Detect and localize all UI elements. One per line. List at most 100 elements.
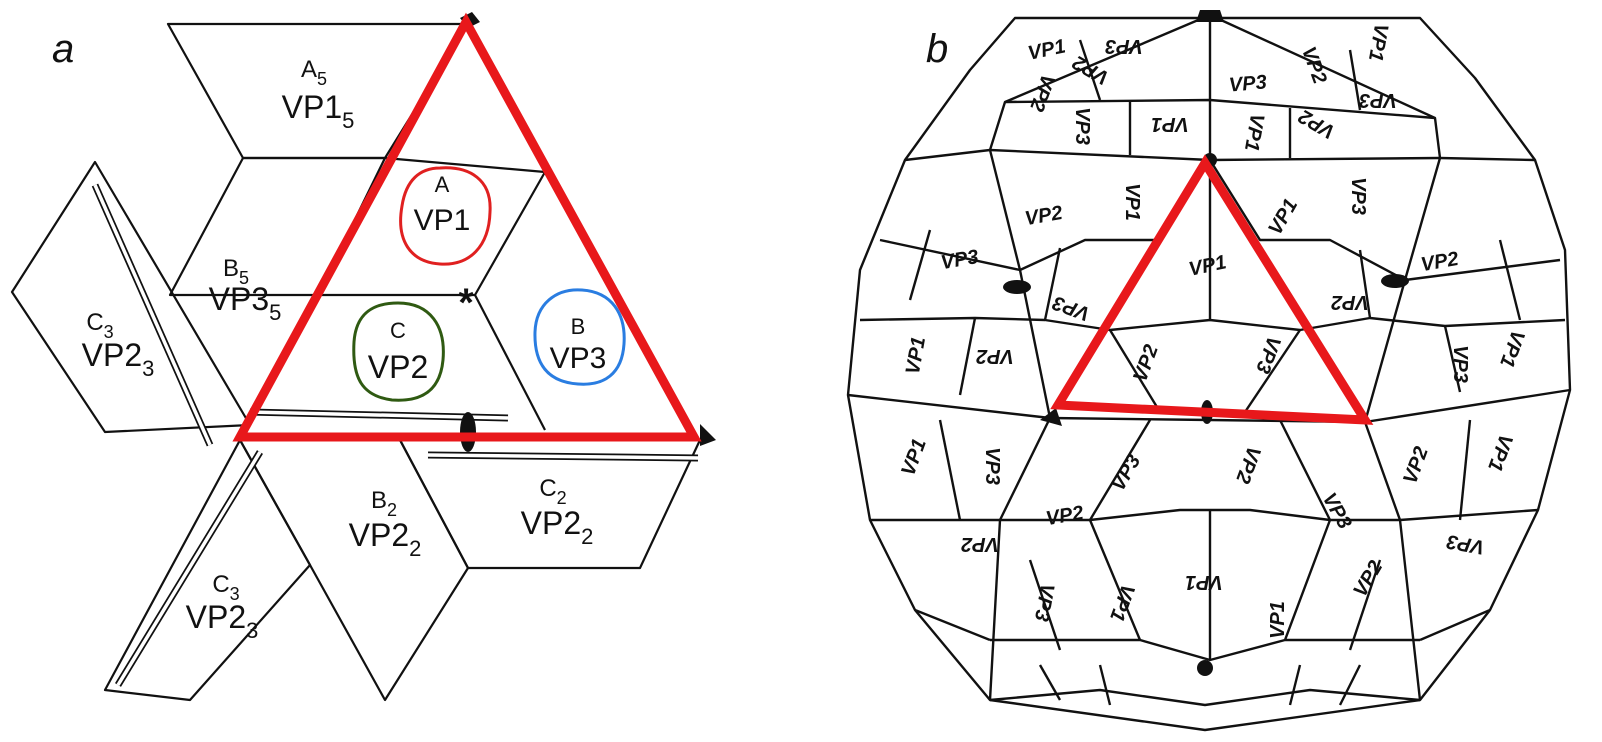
vp-label: VP1 <box>1026 35 1068 64</box>
bottom-hatch-2 <box>1098 664 1112 706</box>
lower-right-div <box>1458 419 1472 521</box>
bottom-hatch-3 <box>1288 664 1302 706</box>
panel-a-letter: a <box>52 27 74 71</box>
vp-label: VP3 <box>1030 582 1058 623</box>
asymmetric-unit-triangle-b <box>1050 154 1374 425</box>
right-panel-5 <box>1498 239 1522 321</box>
vp-label: VP2 <box>1231 443 1265 486</box>
left-panel-4 <box>908 229 932 301</box>
piece-b2 <box>238 438 470 702</box>
vp-label: VP1 <box>1483 431 1517 474</box>
vp-label: VP2 <box>1399 444 1433 487</box>
circle-c <box>352 301 445 402</box>
label-b-letter: B <box>571 314 586 339</box>
panel-b: b <box>846 10 1572 732</box>
vp-label: VP3 <box>1445 530 1486 558</box>
vp-label: VP2 <box>1349 557 1387 601</box>
vp-label: VP2 <box>976 345 1014 367</box>
lower-right-outer <box>1399 508 1539 522</box>
label-c2-vp: VP22 <box>521 505 594 549</box>
right-panel-4 <box>1443 325 1462 393</box>
twofold-marker-left <box>1003 280 1031 294</box>
vp-label: VP2 <box>1023 202 1064 230</box>
lower-right-outer-2 <box>1419 608 1491 642</box>
threefold-star: * <box>458 281 474 325</box>
right-panel-3 <box>1369 316 1566 328</box>
piece-a-edge <box>318 156 547 297</box>
label-b2: B2 <box>371 487 397 520</box>
vp-label: VP3 <box>1449 345 1471 383</box>
label-c3-bottom: C3 <box>212 571 239 604</box>
fivefold-marker-top <box>1196 10 1224 22</box>
label-a-letter: A <box>435 172 450 197</box>
lower-left-outer-2 <box>914 608 991 642</box>
top-divider-3 <box>1078 39 1102 101</box>
vp-label: VP2 <box>1044 502 1085 530</box>
vp-label: VP3 <box>1347 177 1369 215</box>
bottom-hatch-4 <box>1338 664 1362 706</box>
panel-b-labels: VP1 VP3 VP2 VP2 VP1 VP3 VP3 VP1 VP1 VP2 … <box>897 22 1528 639</box>
vp-label: VP3 <box>1251 333 1285 376</box>
panel-a-annotations <box>352 166 626 402</box>
lower-band-2 <box>990 638 1420 662</box>
vp-label: VP1 <box>1185 571 1223 593</box>
vp-label: VP2 <box>961 533 999 555</box>
panel-a: a <box>10 12 716 702</box>
label-b5-vp: VP35 <box>209 281 282 325</box>
lower-left-div <box>938 419 962 521</box>
threefold-marker <box>700 424 716 446</box>
label-c3-bottom-vp: VP23 <box>186 599 259 643</box>
vp-label: VP3 <box>981 447 1003 485</box>
lower-left-div-2 <box>1028 559 1062 651</box>
vp-label: VP1 <box>1495 327 1529 370</box>
vp-label: VP3 <box>1228 71 1268 96</box>
left-panel-3 <box>958 317 977 396</box>
twofold-marker-right <box>1381 274 1409 288</box>
threefold-marker-left <box>1040 408 1062 426</box>
left-panels <box>904 148 991 162</box>
circle-a <box>399 166 492 266</box>
top-inner-band <box>1004 98 1436 120</box>
right-ridge <box>1363 157 1442 423</box>
piece-c3-left <box>10 160 252 434</box>
vp-label: VP1 <box>897 436 931 479</box>
lower-band <box>1000 508 1400 522</box>
vp-label: VP3 <box>1359 89 1397 111</box>
vp-label: VP1 <box>1187 251 1229 280</box>
vp-label: VP1 <box>1151 113 1189 135</box>
panel-a-labels: A5 VP15 B5 VP35 C3 VP23 C3 VP23 B2 VP22 <box>82 56 607 643</box>
bottom-hatch-1 <box>1038 664 1062 701</box>
vp-label: VP2 <box>1297 44 1331 87</box>
label-a5: A5 <box>301 56 327 89</box>
twofold-marker <box>460 412 476 452</box>
lower-right-div-2 <box>1348 559 1382 651</box>
vp-label: VP3 <box>1318 489 1356 533</box>
vp-label: VP3 <box>1107 451 1145 495</box>
label-a5-vp: VP15 <box>282 89 355 133</box>
label-c3-left: C3 <box>86 309 113 342</box>
panel-b-letter: b <box>926 27 948 71</box>
right-panel-1 <box>1439 156 1536 162</box>
vp-label: VP2 <box>1419 248 1460 276</box>
capsid-outline <box>846 16 1572 732</box>
label-b5: B5 <box>223 255 249 288</box>
vp-label: VP3 <box>1071 107 1093 145</box>
vp-label: VP1 <box>1364 22 1392 63</box>
vp-label: VP3 <box>939 246 980 274</box>
left-panel-1 <box>879 238 1021 272</box>
center-lower-1 <box>1108 329 1162 413</box>
label-b-name: VP3 <box>550 342 607 375</box>
vp-label: VP1 <box>902 335 930 376</box>
vp-label: VP1 <box>1267 601 1289 639</box>
asymmetric-unit-triangle-a <box>232 12 702 442</box>
vp-label: VP2 <box>1025 71 1059 114</box>
vp-label: VP2 <box>1331 291 1369 313</box>
fivefold-marker-bottom <box>1197 660 1213 676</box>
vp-label: VP1 <box>1121 183 1143 221</box>
right-panel-2 <box>1404 258 1561 282</box>
vp-label: VP1 <box>1105 581 1139 624</box>
vp-label: VP3 <box>1050 291 1093 325</box>
label-c2: C2 <box>539 475 566 508</box>
label-a-name: VP1 <box>414 204 471 237</box>
